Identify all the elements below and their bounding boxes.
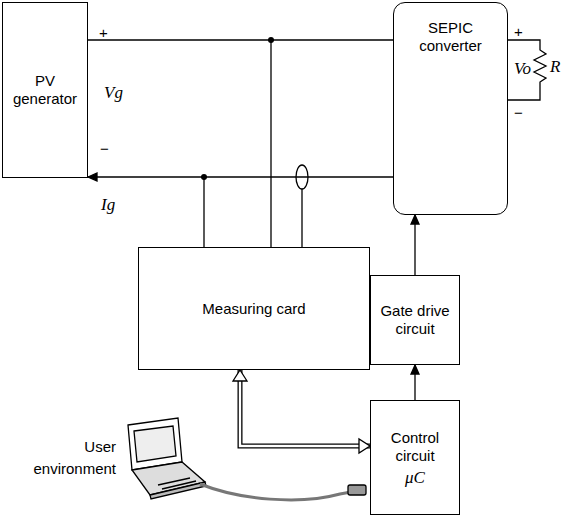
note-label: User environment bbox=[6, 436, 116, 480]
source-box: PV generator bbox=[2, 2, 88, 178]
voltage-tap bbox=[270, 40, 271, 247]
polarity-sign: − bbox=[100, 140, 109, 157]
resistor-symbol bbox=[508, 40, 546, 100]
box-label: SEPIC converter bbox=[398, 19, 503, 55]
arrowhead bbox=[411, 365, 419, 374]
voltage-label: Vg bbox=[104, 84, 123, 101]
box-label: Gate drive circuit bbox=[375, 302, 455, 338]
bus-line bbox=[240, 370, 370, 446]
connector bbox=[411, 215, 419, 275]
polarity-sign: + bbox=[99, 24, 108, 41]
connector bbox=[233, 370, 370, 453]
voltage-label: Vo bbox=[514, 60, 531, 77]
controller-box: Control circuit μC bbox=[370, 400, 460, 515]
process-box: Gate drive circuit bbox=[370, 275, 460, 365]
box-label: PV generator bbox=[7, 72, 83, 108]
converter-box: SEPIC converter bbox=[393, 2, 508, 215]
process-box: Measuring card bbox=[138, 247, 370, 370]
resistor-label: R bbox=[550, 58, 560, 75]
box-label: Control circuit bbox=[375, 429, 455, 465]
current-label: Ig bbox=[101, 196, 115, 213]
connector bbox=[88, 173, 393, 181]
junction-dots bbox=[201, 37, 274, 180]
laptop-icon bbox=[128, 418, 366, 500]
connector bbox=[88, 40, 393, 41]
arrowhead bbox=[233, 370, 247, 381]
box-sublabel: μC bbox=[405, 469, 425, 487]
connector bbox=[411, 365, 419, 400]
arrowhead bbox=[88, 173, 97, 181]
bus-line bbox=[240, 370, 370, 446]
voltage-tap bbox=[203, 177, 204, 247]
arrowhead bbox=[359, 439, 370, 453]
box-label: Measuring card bbox=[202, 300, 305, 318]
wire bbox=[88, 176, 393, 177]
polarity-sign: + bbox=[514, 23, 523, 40]
current-tap bbox=[301, 189, 302, 247]
polarity-sign: − bbox=[514, 104, 523, 121]
wire bbox=[88, 39, 393, 40]
arrowhead bbox=[411, 215, 419, 224]
